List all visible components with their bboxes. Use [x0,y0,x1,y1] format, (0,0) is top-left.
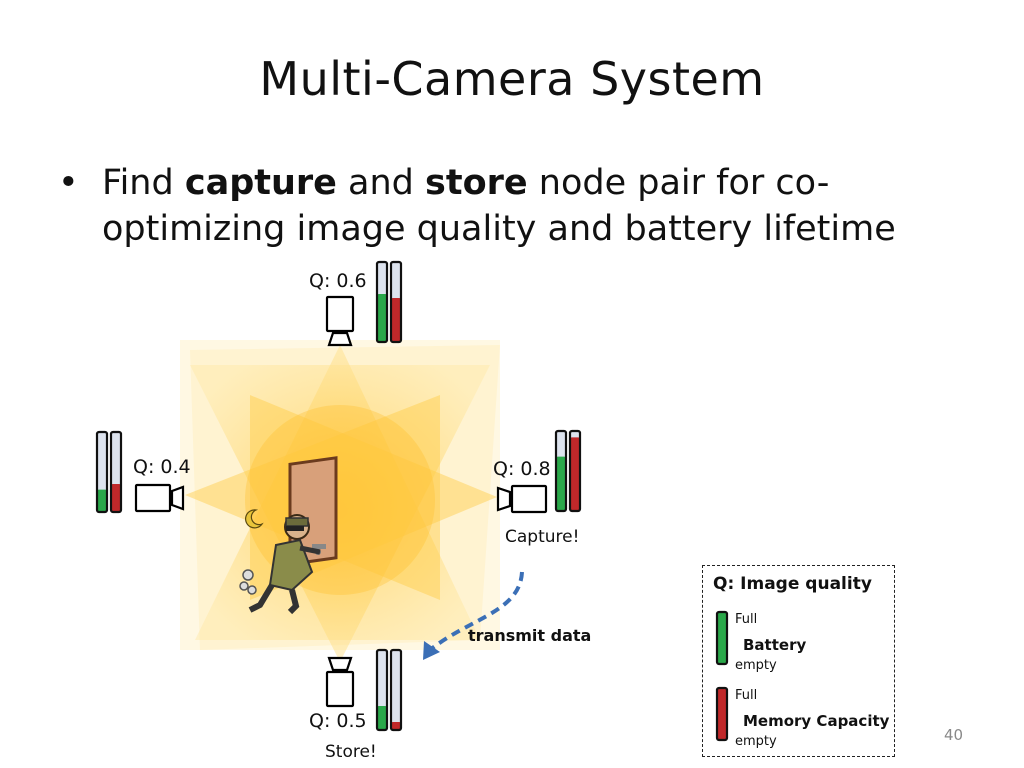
memory-gauge-left [109,430,123,514]
battery-gauge-left [95,430,109,514]
beam-bottom [190,365,490,662]
memory-gauge-right [568,429,582,513]
battery-gauge-right [554,429,568,513]
store-label: Store! [325,742,377,762]
legend-box: Q: Image quality Full Battery empty Full… [702,565,895,757]
camera-left-quality: Q: 0.4 [133,456,191,478]
legend-memory-full: Full [735,688,758,703]
legend-battery-gauge [715,610,729,666]
transmit-data-label: transmit data [468,626,592,645]
transmit-arrow [428,571,524,652]
legend-memory-gauge [715,686,729,742]
camera-right-quality: Q: 0.8 [493,458,551,480]
battery-gauge-bottom [375,648,389,732]
camera-bottom-icon [325,656,355,708]
memory-gauge-bottom [389,648,403,732]
bold-capture: capture [184,163,337,203]
bullet-dot: • [58,163,79,203]
keys-icon [239,569,257,595]
bold-store: store [425,163,528,203]
page-number: 40 [944,726,964,744]
legend-memory-label: Memory Capacity [743,712,890,730]
camera-top-quality: Q: 0.6 [309,270,367,292]
legend-title: Q: Image quality [713,574,872,594]
battery-gauge-top [375,260,389,344]
slide-title: Multi-Camera System [259,52,765,106]
legend-memory-empty: empty [735,734,777,749]
legend-battery-full: Full [735,612,758,627]
thief-body [268,538,314,592]
legend-battery-label: Battery [743,636,807,654]
moon-icon [245,509,264,529]
transmit-arrowhead [423,641,440,660]
camera-top-icon [325,295,355,347]
capture-label: Capture! [505,527,580,547]
bullet-text: Find capture and store node pair for co-… [102,163,896,249]
camera-left-icon [134,483,185,513]
camera-bottom-quality: Q: 0.5 [309,710,367,732]
camera-right-icon [496,484,548,514]
memory-gauge-top [389,260,403,344]
thief-illustration [239,456,338,615]
legend-battery-empty: empty [735,658,777,673]
